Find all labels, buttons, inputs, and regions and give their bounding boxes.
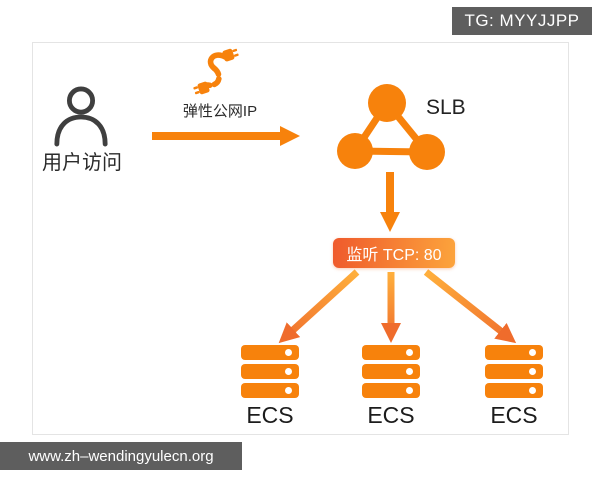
- server-led-dot: [285, 349, 292, 356]
- ecs-label-2: ECS: [367, 402, 415, 428]
- server-led-dot: [285, 387, 292, 394]
- user-person-icon: [54, 86, 108, 147]
- server-bar: [241, 345, 299, 360]
- server-bar: [362, 383, 420, 398]
- ecs-label-3: ECS: [490, 402, 538, 428]
- slb-label: SLB: [426, 96, 466, 119]
- server-led-dot: [529, 349, 536, 356]
- ecs-server-stack-icon: [362, 345, 420, 402]
- server-bar: [241, 364, 299, 379]
- user-label: 用户访问: [42, 152, 122, 174]
- server-bar: [485, 383, 543, 398]
- server-bar: [362, 364, 420, 379]
- ecs-server-stack-icon: [485, 345, 543, 402]
- ecs-label-1: ECS: [246, 402, 294, 428]
- diagram-card: [32, 42, 569, 435]
- server-led-dot: [406, 349, 413, 356]
- elastic-ip-plug-icon: [193, 48, 239, 95]
- server-led-dot: [529, 368, 536, 375]
- slb-cluster-icon: [337, 84, 445, 170]
- watermark-url: www.zh–wendingyulecn.org: [0, 442, 242, 470]
- listener-badge: 监听 TCP: 80: [333, 238, 455, 268]
- server-led-dot: [285, 368, 292, 375]
- server-led-dot: [529, 387, 536, 394]
- tg-badge: TG: MYYJJPP: [452, 7, 592, 35]
- server-bar: [485, 364, 543, 379]
- server-led-dot: [406, 368, 413, 375]
- server-bar: [362, 345, 420, 360]
- server-bar: [241, 383, 299, 398]
- server-led-dot: [406, 387, 413, 394]
- ecs-server-stack-icon: [241, 345, 299, 402]
- eip-label: 弹性公网IP: [182, 103, 258, 120]
- server-bar: [485, 345, 543, 360]
